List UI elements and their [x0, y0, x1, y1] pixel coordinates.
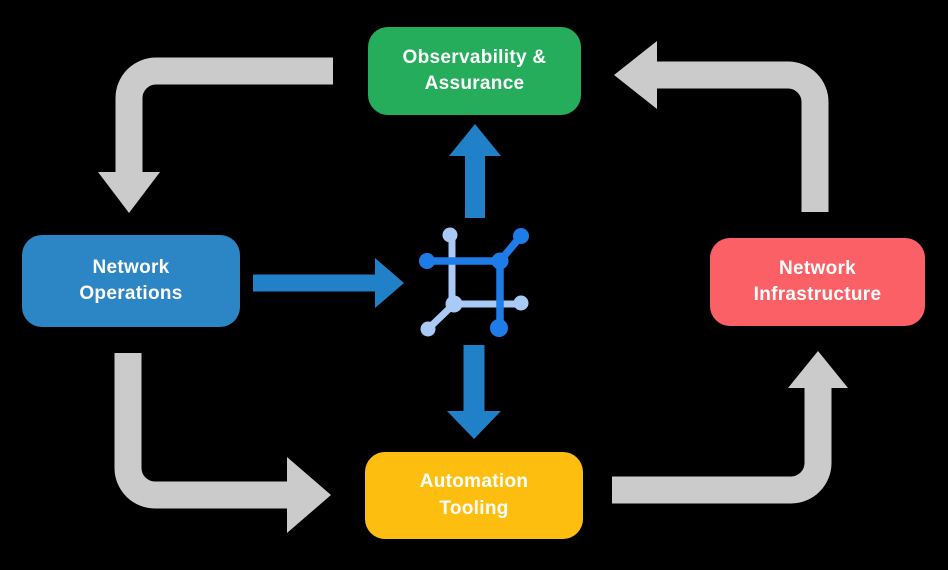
arrowhead-down — [447, 411, 501, 439]
node-observability-assurance: Observability & Assurance — [368, 27, 581, 115]
arrow-observability-to-operations — [98, 57, 333, 213]
arrow-infrastructure-to-observability — [614, 41, 829, 212]
node-label-line: Network — [778, 257, 857, 279]
node-label-line: Tooling — [439, 497, 509, 519]
arrowhead-left — [614, 41, 657, 109]
arrow-operations-to-center — [253, 258, 404, 308]
node-network-infrastructure: Network Infrastructure — [710, 238, 925, 326]
arrow-center-to-observability — [449, 124, 501, 218]
node-label-line: Network — [92, 256, 170, 278]
arrowhead-right — [375, 258, 404, 308]
arrow-automation-to-infrastructure — [612, 351, 848, 504]
network-fabric-icon-dark — [419, 228, 529, 337]
node-label-line: Assurance — [424, 73, 525, 94]
arrowhead-up — [788, 351, 848, 388]
arrowhead-down — [98, 172, 160, 213]
node-label-line: Infrastructure — [753, 284, 882, 305]
node-network-operations: Network Operations — [22, 235, 240, 327]
node-label-line: Automation — [419, 471, 529, 493]
arrow-center-to-automation — [447, 345, 501, 439]
network-fabric-icon — [419, 227, 529, 337]
node-label-line: Operations — [79, 283, 183, 304]
node-automation-tooling: Automation Tooling — [365, 452, 583, 539]
arrow-operations-to-automation — [114, 353, 331, 533]
arrowhead-right — [287, 457, 331, 533]
arrowhead-up — [449, 124, 501, 156]
node-label-line: Observability & — [402, 46, 547, 68]
